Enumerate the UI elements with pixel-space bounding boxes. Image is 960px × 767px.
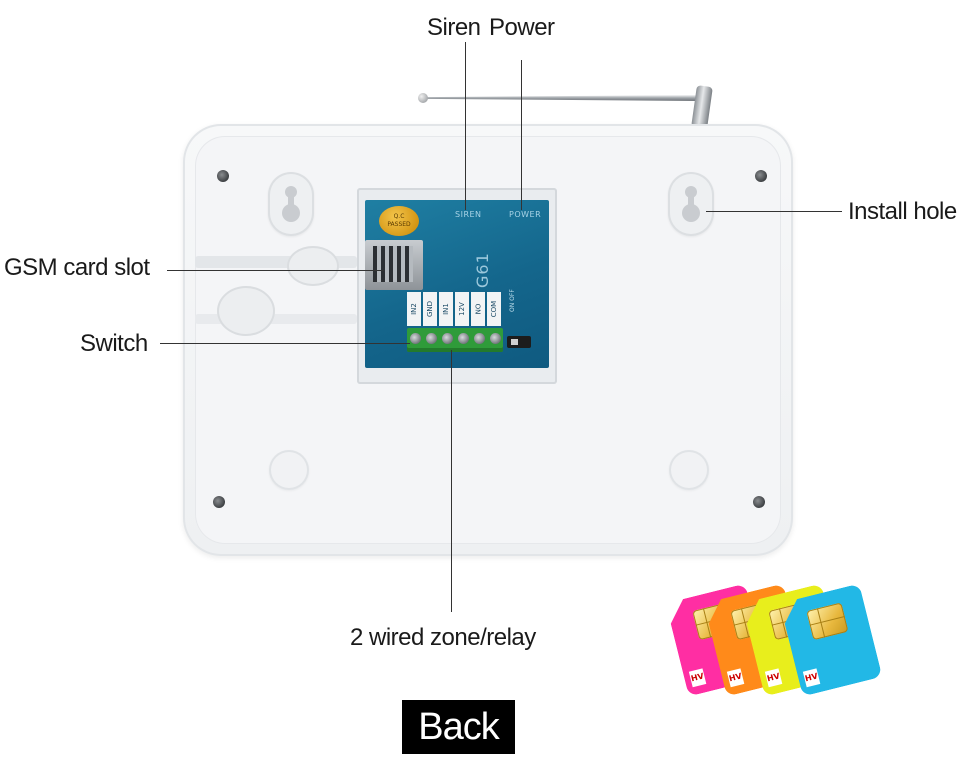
screw-top-right (755, 170, 767, 182)
switch-knob[interactable] (511, 339, 518, 345)
terminal-label: IN2 (407, 292, 421, 326)
screw-bottom-left (213, 496, 225, 508)
switch-on-off-labels: ON OFF (509, 289, 516, 312)
terminal-labels: IN2 GND IN1 12V NO COM (407, 292, 501, 326)
foot-left (269, 450, 309, 490)
antenna-rod (424, 95, 696, 101)
install-hole-label: Install hole (848, 198, 957, 225)
sim-brand-mark: HV (727, 668, 744, 687)
gsm-card-slot-label: GSM card slot (4, 254, 150, 281)
gsm-card-slot[interactable] (365, 240, 423, 290)
qc-line1: Q.C (393, 213, 405, 220)
slot-bump-upper (287, 246, 339, 286)
pcb-power-print: POWER (509, 210, 542, 219)
screw-top-left (217, 170, 229, 182)
sim-brand-mark: HV (689, 668, 706, 687)
wired-zone-terminal-block[interactable] (407, 328, 503, 352)
siren-leader-line (465, 42, 466, 210)
antenna (418, 93, 696, 103)
back-button[interactable]: Back (402, 700, 515, 754)
screw-bottom-right (753, 496, 765, 508)
wired-zone-leader-line (451, 350, 452, 612)
antenna-tip (418, 93, 428, 103)
terminal-label: 12V (455, 292, 469, 326)
wired-zone-label: 2 wired zone/relay (350, 624, 536, 651)
power-switch[interactable] (507, 336, 531, 348)
terminal-label: COM (487, 292, 501, 326)
sim-brand-mark: HV (765, 668, 782, 687)
install-hole-left (268, 172, 314, 236)
install-hole-right (668, 172, 714, 236)
sim-chip (806, 602, 848, 640)
board-model: G61 (473, 252, 492, 288)
switch-label: Switch (80, 330, 148, 357)
pcb-siren-print: SIREN (455, 210, 482, 219)
antenna-base (691, 85, 713, 129)
install-hole-leader-line (706, 211, 842, 212)
slot-groove-lower (195, 314, 357, 324)
sim-brand-mark: HV (803, 668, 820, 687)
switch-leader-line (160, 343, 410, 344)
circuit-board: SIREN POWER Q.C PASSED G61 IN2 GND IN1 1… (365, 200, 549, 368)
power-label: Power (489, 14, 555, 41)
foot-right (669, 450, 709, 490)
gsm-slot-leader-line (167, 270, 384, 271)
power-leader-line (521, 60, 522, 210)
terminal-label: NO (471, 292, 485, 326)
qc-line2: PASSED (387, 221, 411, 228)
slot-bump-lower (217, 286, 275, 336)
qc-passed-sticker: Q.C PASSED (379, 206, 419, 236)
siren-label: Siren (427, 14, 481, 41)
terminal-label: IN1 (439, 292, 453, 326)
terminal-label: GND (423, 292, 437, 326)
